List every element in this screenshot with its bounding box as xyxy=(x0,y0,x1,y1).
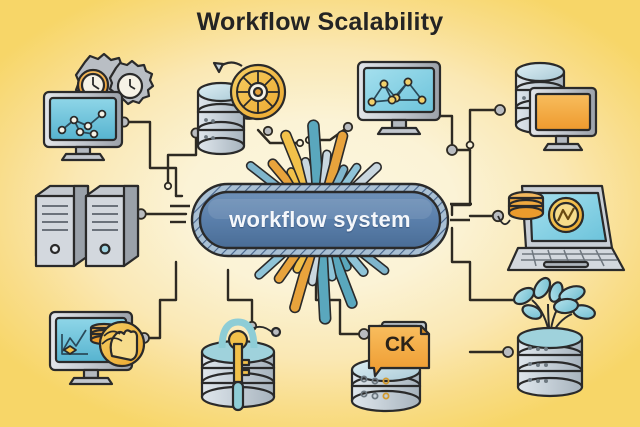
lock-shackle-icon xyxy=(218,318,258,349)
network-nodes-glyph xyxy=(367,77,427,107)
node-database-security-lock-icon[interactable] xyxy=(200,318,282,412)
touch-gesture-icon xyxy=(98,320,146,368)
node-analytics-monitor-with-gears-icon[interactable] xyxy=(42,52,155,162)
network-graph-glyph xyxy=(57,109,107,139)
database-cylinders xyxy=(516,326,584,398)
node-database-with-orange-monitor-icon[interactable] xyxy=(514,61,598,152)
connector-nodes xyxy=(118,104,514,358)
node-network-graph-monitor-icon[interactable] xyxy=(356,60,442,136)
small-database-icon xyxy=(507,190,545,221)
server-tower-back xyxy=(34,184,90,268)
analytics-badge-icon xyxy=(547,196,585,234)
key-icon xyxy=(227,329,251,412)
server-tower-front xyxy=(84,184,140,268)
monitor-neck xyxy=(82,368,100,380)
node-touch-dashboard-monitor-icon[interactable] xyxy=(48,310,146,386)
hub-gloss xyxy=(208,199,432,219)
monitor-neck xyxy=(390,118,408,130)
hub-inner-panel xyxy=(198,190,442,250)
monitor-base xyxy=(68,376,114,386)
ck-label-card xyxy=(367,324,431,378)
monitor-base xyxy=(60,152,106,162)
monitor-base xyxy=(376,126,422,136)
workflow-system-hub[interactable] xyxy=(170,182,472,258)
node-database-stack-with-gear-icon[interactable] xyxy=(196,61,287,156)
trackpad xyxy=(542,260,590,269)
connector-lines xyxy=(122,108,522,354)
page-title: Workflow Scalability xyxy=(196,8,444,36)
gear-wheel-icon xyxy=(229,63,287,121)
monitor-base xyxy=(542,142,584,152)
node-server-towers-icon[interactable] xyxy=(34,184,140,268)
monitor-screen xyxy=(534,92,592,132)
node-database-growth-plant-icon[interactable] xyxy=(511,275,596,398)
monitor-neck xyxy=(554,134,570,146)
node-ck-tag-database-icon[interactable] xyxy=(350,320,431,413)
node-laptop-analytics-icon[interactable] xyxy=(497,184,626,272)
chart-glyph xyxy=(61,329,88,355)
monitor-screen xyxy=(48,96,118,142)
